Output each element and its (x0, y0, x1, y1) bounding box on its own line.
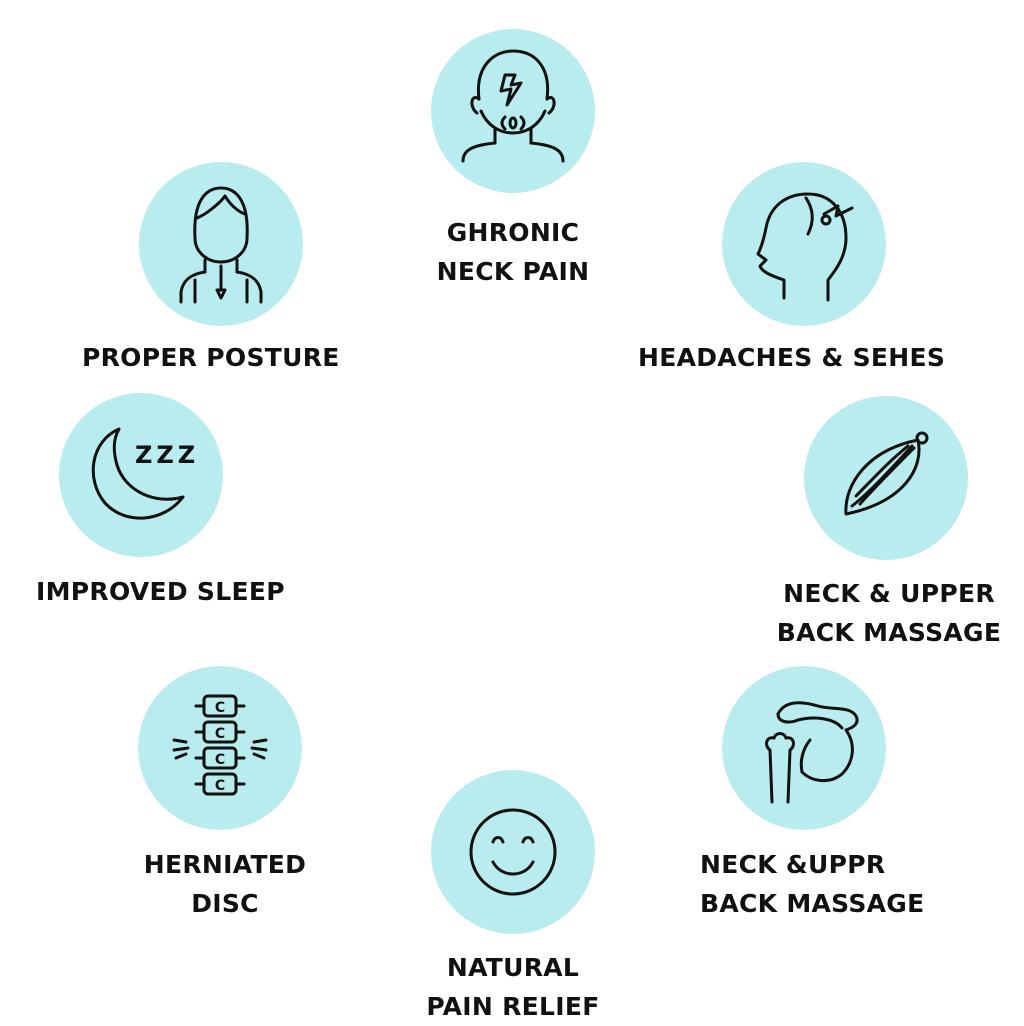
label-line: NECK PAIN (436, 257, 590, 286)
benefit-label: PROPER POSTURE (82, 338, 372, 377)
benefit-label: NECK & UPPER BACK MASSAGE (764, 574, 1014, 652)
label-line: HEADACHES & SEHES (638, 343, 946, 372)
benefit-label: HEADACHES & SEHES (638, 338, 978, 377)
label-line: DISC (191, 889, 259, 918)
spine-icon: C C C C (172, 694, 268, 796)
label-line: NECK &UPPR (700, 850, 886, 879)
label-line: PROPER POSTURE (82, 343, 340, 372)
massage-tool-icon (844, 431, 929, 516)
smiley-face-icon-circle (431, 770, 595, 934)
neck-pain-icon (461, 49, 565, 163)
label-line: BACK MASSAGE (776, 618, 1002, 647)
label-line: GHRONIC (446, 218, 580, 247)
spine-icon-circle: C C C C (138, 666, 302, 830)
massage-tool-icon-circle (804, 396, 968, 560)
vertebra-letter: C (215, 752, 225, 768)
benefit-label: NATURAL PAIN RELIEF (400, 948, 626, 1026)
posture-person-icon (179, 186, 263, 304)
shoulder-joint-icon-circle (722, 666, 886, 830)
label-line: PAIN RELIEF (426, 992, 600, 1021)
vertebra-letter: C (215, 700, 225, 716)
label-line: NECK & UPPER (783, 579, 995, 608)
headache-icon (756, 192, 854, 302)
smiley-face-icon (469, 808, 557, 896)
benefit-label: IMPROVED SLEEP (36, 572, 336, 611)
neck-pain-icon-circle (431, 29, 595, 193)
benefit-label: HERNIATED DISC (110, 845, 340, 923)
label-line: HERNIATED (143, 850, 307, 879)
shoulder-joint-icon (765, 701, 859, 804)
moon-zzz-icon: ZZZ (91, 427, 199, 520)
vertebra-letter: C (215, 778, 225, 794)
label-line: NATURAL (446, 953, 580, 982)
label-line: BACK MASSAGE (700, 889, 925, 918)
vertebra-letter: C (215, 726, 225, 742)
benefit-label: GHRONIC NECK PAIN (400, 213, 626, 291)
zzz-text: ZZZ (135, 441, 199, 469)
posture-person-icon-circle (139, 162, 303, 326)
label-line: IMPROVED SLEEP (36, 577, 285, 606)
headache-icon-circle (722, 162, 886, 326)
benefit-label: NECK &UPPR BACK MASSAGE (700, 845, 960, 923)
moon-zzz-icon-circle: ZZZ (59, 393, 223, 557)
